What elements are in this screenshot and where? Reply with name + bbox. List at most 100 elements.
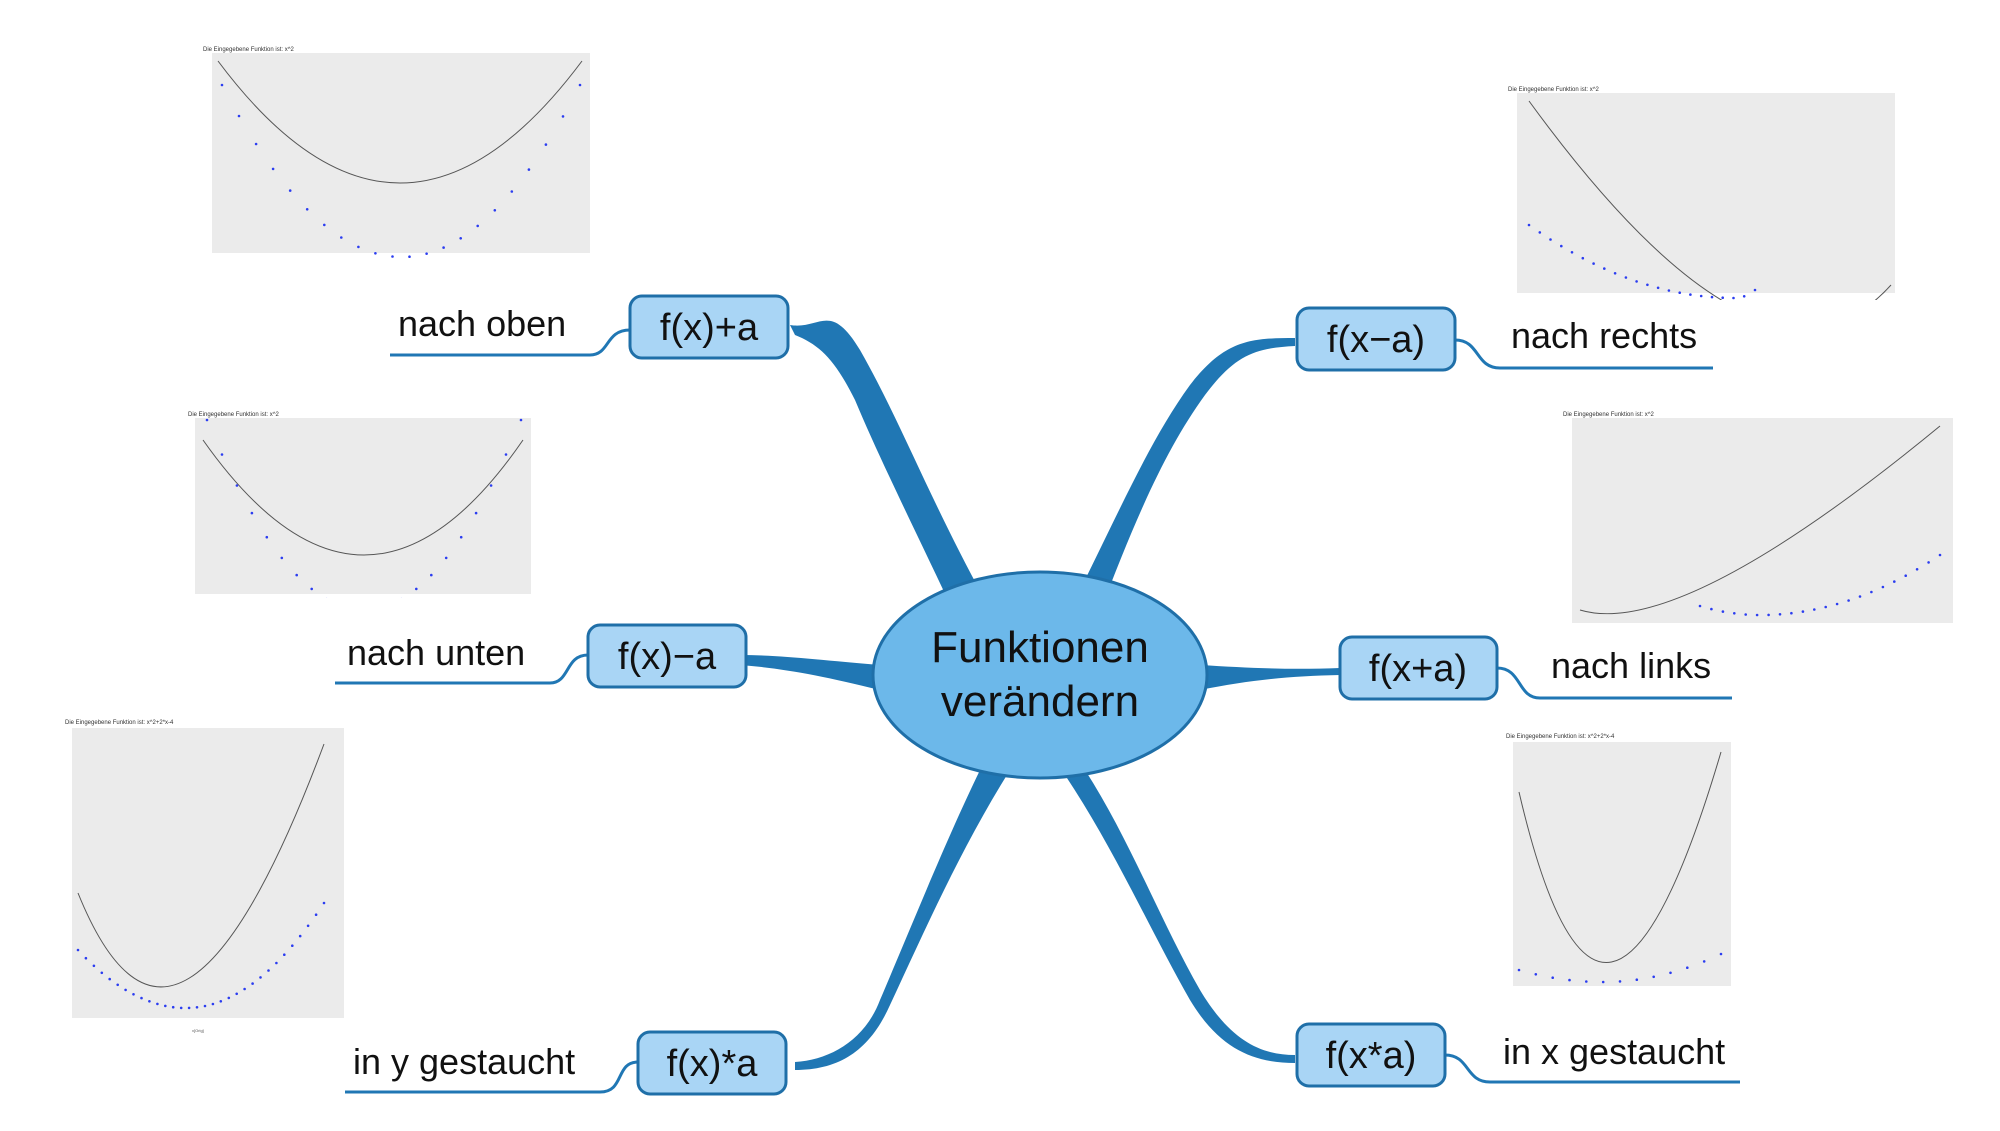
plot-dot — [519, 418, 523, 422]
plot-dot — [1790, 611, 1793, 615]
plot-dot — [1551, 976, 1554, 979]
plot-down-title: Die Eingegebene Funktion ist: x^2 — [188, 412, 280, 418]
plot-dot — [219, 1000, 223, 1003]
plot-dot — [1710, 607, 1713, 611]
plot-dot — [408, 255, 411, 258]
node-left-label: f(x+a) — [1369, 648, 1467, 690]
plot-dot — [1870, 590, 1873, 594]
plot-ysq-title: Die Eingegebene Funktion ist: x^2+2*x-4 — [65, 720, 174, 726]
plot-dot — [444, 556, 448, 560]
node-up[interactable]: f(x)+a — [628, 294, 790, 360]
plot-up-title: Die Eingegebene Funktion ist: x^2 — [203, 47, 295, 53]
plot-dot — [148, 1000, 151, 1003]
plot-right-dots — [1527, 223, 1757, 300]
branch-up — [790, 320, 985, 615]
plot-down: Die Eingegebene Funktion ist: x^2 — [188, 412, 531, 598]
plot-dot — [305, 208, 309, 211]
node-right-label: f(x−a) — [1327, 319, 1425, 361]
plot-dot — [489, 484, 493, 487]
plot-right-panel — [1517, 93, 1895, 293]
plot-dot — [108, 977, 111, 981]
plot-dot — [1646, 283, 1649, 287]
plot-dot — [295, 573, 298, 577]
plot-dot — [357, 245, 360, 249]
plot-up-panel — [212, 53, 590, 253]
plot-dot — [1570, 251, 1574, 254]
plot-dot — [259, 976, 262, 979]
plot-dot — [195, 1006, 199, 1009]
plot-dot — [84, 956, 88, 960]
plot-dot — [271, 167, 275, 171]
label-in-y-gestaucht: in y gestaucht — [353, 1041, 575, 1082]
node-down-label: f(x)−a — [618, 636, 717, 678]
plot-dot — [250, 511, 254, 515]
plot-dot — [1893, 580, 1896, 583]
plot-dot — [1858, 595, 1862, 598]
plot-dot — [561, 115, 565, 118]
plot-dot — [1710, 295, 1714, 299]
center-node[interactable]: Funktionen verändern — [871, 570, 1209, 780]
plot-dot — [156, 1002, 159, 1006]
label-nach-oben: nach oben — [398, 303, 566, 344]
plot-dot — [1881, 585, 1885, 589]
line-right — [1454, 338, 1713, 370]
plot-dot — [1618, 980, 1622, 983]
plot-dot — [205, 418, 209, 422]
plot-xsq-dots — [1517, 952, 1723, 984]
plot-right: Die Eingegebene Funktion ist: x^2 — [1508, 87, 1895, 300]
plot-dot — [1824, 605, 1827, 609]
plot-dot — [578, 83, 582, 87]
plot-down-dots — [205, 418, 523, 598]
plot-dot — [1669, 971, 1672, 975]
plot-dot — [1938, 553, 1942, 557]
plot-dot — [92, 964, 96, 968]
plot-dot — [1635, 280, 1638, 283]
plot-dot — [203, 1004, 207, 1008]
node-right[interactable]: f(x−a) — [1295, 306, 1457, 372]
plot-dot — [1702, 960, 1706, 963]
plot-dot — [1915, 568, 1919, 571]
plot-dot — [1698, 604, 1702, 608]
plot-dot — [1678, 291, 1681, 294]
node-down[interactable]: f(x)−a — [586, 623, 748, 689]
node-up-label: f(x)+a — [660, 307, 759, 349]
line-xsq — [1444, 1053, 1740, 1084]
node-ysq[interactable]: f(x)*a — [636, 1030, 788, 1096]
plot-dot — [314, 913, 318, 916]
plot-ysq-curve — [77, 743, 325, 988]
plot-dot — [459, 237, 463, 240]
node-xsq[interactable]: f(x*a) — [1295, 1022, 1447, 1088]
plot-xsq-curve — [1518, 751, 1722, 963]
plot-up: Die Eingegebene Funktion ist: x^2 — [203, 47, 590, 258]
thumbnail-up: Die Eingegebene Funktion ist: x^2 — [200, 45, 592, 260]
node-ysq-label: f(x)*a — [667, 1043, 759, 1085]
plot-dot — [476, 224, 480, 228]
plot-dot — [374, 252, 377, 255]
plot-dot — [1601, 980, 1605, 984]
plot-dot — [1534, 973, 1538, 976]
thumbnail-down: Die Eingegebene Funktion ist: x^2 — [185, 410, 533, 598]
node-left[interactable]: f(x+a) — [1338, 635, 1499, 701]
plot-xsq: Die Eingegebene Funktion ist: x^2+2*x-4 — [1506, 734, 1731, 986]
plot-dot — [275, 961, 278, 965]
branch-right — [1075, 338, 1295, 612]
plot-dot — [340, 236, 343, 239]
node-xsq-label: f(x*a) — [1326, 1035, 1417, 1077]
line-left — [1496, 666, 1732, 700]
plot-dot — [291, 944, 294, 947]
plot-dot — [211, 1002, 215, 1006]
plot-dot — [288, 189, 292, 192]
plot-right-curve — [1528, 100, 1892, 300]
plot-dot — [1732, 296, 1735, 300]
center-title-line2: verändern — [941, 677, 1139, 726]
plot-dot — [100, 971, 104, 975]
plot-dot — [1568, 978, 1571, 982]
plot-dot — [1624, 276, 1628, 279]
plot-ysq: Die Eingegebene Funktion ist: x^2+2*x-4 … — [65, 720, 344, 1033]
plot-dot — [140, 996, 143, 1000]
plot-dot — [1613, 272, 1617, 275]
plot-dot — [235, 484, 239, 487]
plot-dot — [323, 223, 326, 227]
plot-right-title: Die Eingegebene Funktion ist: x^2 — [1508, 87, 1600, 93]
